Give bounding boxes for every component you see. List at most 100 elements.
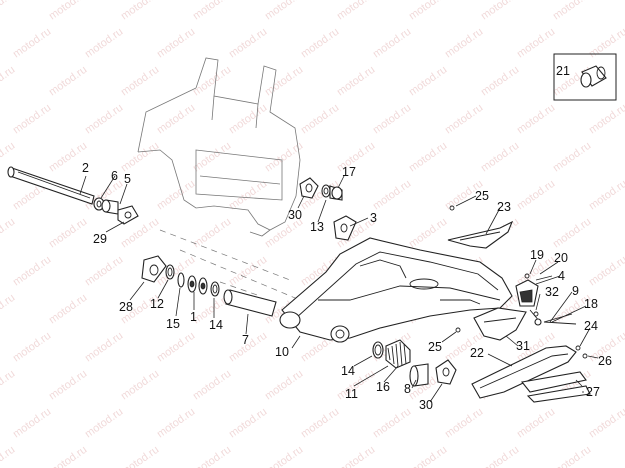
label-part-5: 5: [124, 172, 131, 186]
label-part-30-lower: 30: [419, 398, 433, 412]
watermark-text: motod.ru: [407, 140, 449, 175]
watermark-text: motod.ru: [191, 368, 233, 403]
watermark-text: motod.ru: [515, 406, 557, 441]
watermark-text: motod.ru: [407, 216, 449, 251]
watermark-text: motod.ru: [0, 368, 17, 403]
upper-pivot-hardware: [299, 177, 357, 241]
watermark-text: motod.ru: [263, 444, 305, 468]
label-part-28: 28: [119, 300, 133, 314]
watermark-text: motod.ru: [587, 406, 625, 441]
lower-chain-slider: [471, 345, 591, 403]
watermark-text: motod.ru: [443, 102, 485, 137]
watermark-text: motod.ru: [155, 26, 197, 61]
label-part-24: 24: [584, 319, 598, 333]
label-part-25-upper: 25: [475, 189, 489, 203]
label-part-17: 17: [342, 165, 356, 179]
chain-adjuster-hardware: [515, 273, 577, 326]
label-part-15: 15: [166, 317, 180, 331]
watermark-text: motod.ru: [299, 102, 341, 137]
watermark-text: motod.ru: [227, 26, 269, 61]
label-part-14-right: 14: [341, 364, 355, 378]
watermark-text: motod.ru: [47, 368, 89, 403]
watermark-text: motod.ru: [47, 444, 89, 468]
watermark-text: motod.ru: [371, 102, 413, 137]
label-part-1: 1: [190, 310, 197, 324]
label-part-19: 19: [530, 248, 544, 262]
watermark-text: motod.ru: [443, 406, 485, 441]
label-part-18: 18: [584, 297, 598, 311]
label-part-6: 6: [111, 169, 118, 183]
label-part-26: 26: [598, 354, 612, 368]
watermark-text: motod.ru: [371, 178, 413, 213]
watermark-text: motod.ru: [119, 0, 161, 22]
watermark-text: motod.ru: [11, 102, 53, 137]
leader-lines: [79, 175, 599, 403]
watermark-text: motod.ru: [551, 0, 593, 22]
watermark-text: motod.ru: [47, 0, 89, 22]
watermark-text: motod.ru: [227, 254, 269, 289]
watermark-text: motod.ru: [155, 102, 197, 137]
label-part-9: 9: [572, 284, 579, 298]
watermark-text: motod.ru: [11, 254, 53, 289]
spacer-tube: [223, 289, 277, 317]
watermark-text: motod.ru: [407, 64, 449, 99]
watermark-text: motod.ru: [11, 26, 53, 61]
watermark-text: motod.ru: [407, 444, 449, 468]
watermark-text: motod.ru: [587, 254, 625, 289]
watermark-text: motod.ru: [0, 0, 17, 22]
watermark-text: motod.ru: [263, 64, 305, 99]
watermark-text: motod.ru: [11, 406, 53, 441]
watermark-text: motod.ru: [47, 216, 89, 251]
watermark-text: motod.ru: [407, 0, 449, 22]
pivot-axle: [7, 166, 95, 205]
watermark-text: motod.ru: [191, 0, 233, 22]
watermark-text: motod.ru: [299, 26, 341, 61]
label-part-31: 31: [516, 339, 530, 353]
label-part-3: 3: [370, 211, 377, 225]
watermark-text: motod.ru: [227, 406, 269, 441]
watermark-text: motod.ru: [371, 406, 413, 441]
watermark-text: motod.ru: [551, 216, 593, 251]
watermark-text: motod.ru: [47, 64, 89, 99]
part-labels: 2 6 5 29 28 12 15 1 14 7 10 30 13 17 3 1…: [82, 64, 612, 412]
watermark-text: motod.ru: [479, 64, 521, 99]
watermark-text: motod.ru: [227, 102, 269, 137]
watermark-text: motod.ru: [623, 0, 625, 22]
swingarm-body: [279, 237, 513, 343]
watermark-text: motod.ru: [191, 216, 233, 251]
watermark-text: motod.ru: [515, 26, 557, 61]
label-part-4: 4: [558, 269, 565, 283]
label-part-14-left: 14: [209, 318, 223, 332]
lower-bearing-stack: [372, 339, 457, 387]
chain-guard: [455, 307, 527, 341]
watermark-text: motod.ru: [551, 140, 593, 175]
watermark-text: motod.ru: [191, 444, 233, 468]
watermark-text: motod.ru: [119, 368, 161, 403]
watermark-text: motod.ru: [263, 368, 305, 403]
inset-box: [553, 53, 617, 101]
watermark-text: motod.ru: [479, 444, 521, 468]
watermark-text: motod.ru: [371, 26, 413, 61]
watermark-text: motod.ru: [587, 26, 625, 61]
label-part-25-lower: 25: [428, 340, 442, 354]
watermark-text: motod.ru: [11, 330, 53, 365]
left-bearing-stack: [141, 255, 220, 297]
watermark-text: motod.ru: [335, 64, 377, 99]
label-part-2: 2: [82, 161, 89, 175]
watermark-text: motod.ru: [191, 64, 233, 99]
label-part-20: 20: [554, 251, 568, 265]
watermark-text: motod.ru: [83, 102, 125, 137]
label-part-29: 29: [93, 232, 107, 246]
label-part-22: 22: [470, 346, 484, 360]
watermark-text: motod.ru: [0, 444, 17, 468]
watermark-text: motod.ru: [83, 26, 125, 61]
watermark-text: motod.ru: [299, 406, 341, 441]
watermark-text: motod.ru: [0, 216, 17, 251]
watermark-text: motod.ru: [587, 102, 625, 137]
watermark-text: motod.ru: [0, 292, 17, 327]
watermark-text: motod.ru: [155, 178, 197, 213]
watermark-text: motod.ru: [227, 178, 269, 213]
watermark-text: motod.ru: [155, 330, 197, 365]
watermark-text: motod.ru: [119, 444, 161, 468]
